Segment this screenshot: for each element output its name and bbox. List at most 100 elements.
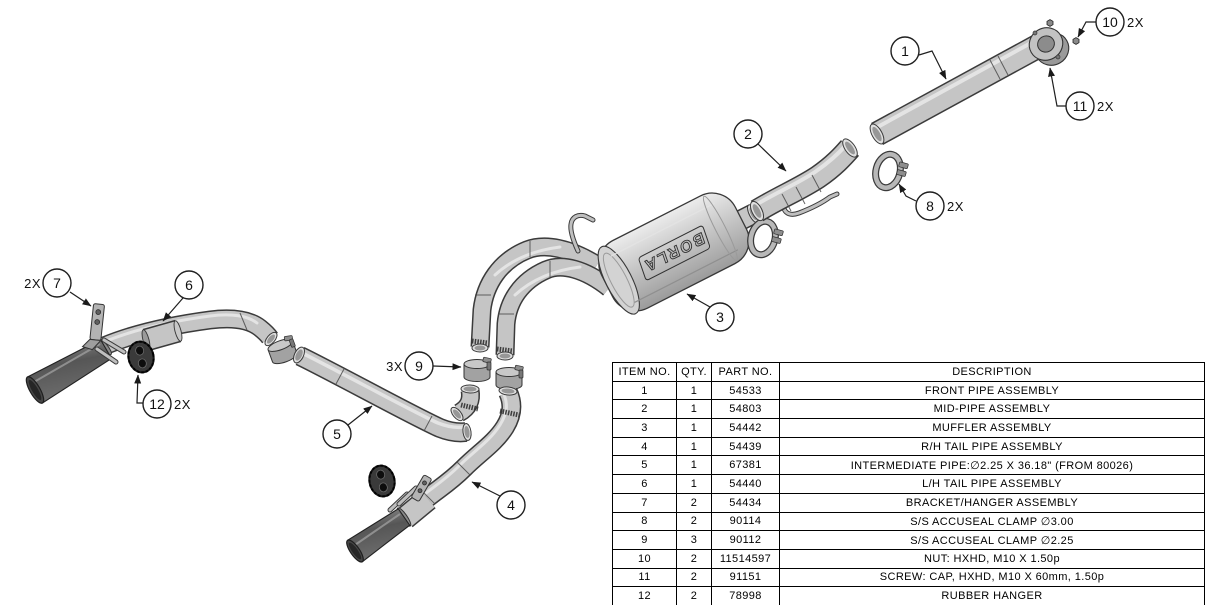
table-cell: 12 <box>612 586 677 605</box>
callout-qty: 2X <box>1097 99 1114 114</box>
table-cell: MID-PIPE ASSEMBLY <box>779 399 1205 420</box>
table-cell: 8 <box>612 511 677 532</box>
callout-number: 10 <box>1102 14 1118 30</box>
accuseal-clamp-large <box>747 217 784 259</box>
callout-4: 4 <box>471 481 526 520</box>
accuseal-clamp-small <box>495 364 524 390</box>
flange-nut <box>1046 19 1054 27</box>
table-cell: 1 <box>676 399 712 420</box>
table-cell: 1 <box>676 436 712 457</box>
muffler-hanger-rod <box>568 212 596 254</box>
table-cell: 1 <box>676 455 712 476</box>
rh-tail-pipe <box>397 386 522 528</box>
callout-circle <box>915 191 945 221</box>
table-cell: 1 <box>612 380 677 401</box>
tailover-pipe-right <box>495 257 615 361</box>
table-cell: MUFFLER ASSEMBLY <box>779 418 1205 438</box>
col-header-part-no: PART NO. <box>711 362 780 382</box>
table-cell: S/S ACCUSEAL CLAMP ∅3.00 <box>779 511 1205 532</box>
table-cell: 7 <box>612 492 677 513</box>
table-cell: 90114 <box>711 511 780 532</box>
table-cell: 2 <box>676 548 712 569</box>
callout-2: 2 <box>733 119 787 172</box>
table-cell: 4 <box>612 436 677 457</box>
rubber-hanger <box>127 340 155 374</box>
callout-qty: 3X <box>386 359 403 374</box>
table-cell: 1 <box>676 380 712 401</box>
table-cell: 1 <box>676 418 712 438</box>
col-header-description: DESCRIPTION <box>779 362 1205 382</box>
hanger-bracket <box>81 303 127 365</box>
callout-circle <box>404 351 434 381</box>
col-header-item-no: ITEM NO. <box>612 362 677 382</box>
callout-11: 11 2X <box>1048 67 1114 121</box>
table-cell: 91151 <box>711 567 780 588</box>
table-cell: 6 <box>612 474 677 494</box>
rubber-hanger <box>368 464 396 498</box>
callout-circle <box>174 270 204 300</box>
callout-circle <box>890 36 920 66</box>
table-cell: 10 <box>612 548 677 569</box>
intermediate-elbow <box>450 384 480 422</box>
table-cell: 2 <box>676 586 712 605</box>
table-cell: 54439 <box>711 436 780 457</box>
table-cell: 11 <box>612 567 677 588</box>
callout-circle <box>733 119 763 149</box>
table-cell: 1 <box>676 474 712 494</box>
callout-circle <box>42 268 72 298</box>
table-cell: 3 <box>612 418 677 438</box>
flange-nut <box>1072 37 1080 45</box>
callout-number: 5 <box>333 426 341 442</box>
table-cell: INTERMEDIATE PIPE:∅2.25 X 36.18" (FROM 8… <box>779 455 1205 476</box>
callout-number: 6 <box>185 277 193 293</box>
rh-tail-pipe-tip <box>346 507 412 563</box>
table-cell: 5 <box>612 455 677 476</box>
table-cell: 2 <box>676 492 712 513</box>
callout-number: 1 <box>901 43 909 59</box>
callout-8: 8 2X <box>898 183 963 221</box>
callout-7: 7 2X <box>24 268 92 307</box>
mid-pipe <box>749 138 860 222</box>
table-cell: 9 <box>612 530 677 550</box>
accuseal-clamp-small <box>267 335 298 365</box>
callout-number: 3 <box>716 309 724 325</box>
table-cell: 54803 <box>711 399 780 420</box>
callout-circle <box>705 302 735 332</box>
callout-6: 6 <box>162 270 204 322</box>
callout-number: 7 <box>53 275 61 291</box>
table-cell: BRACKET/HANGER ASSEMBLY <box>779 492 1205 513</box>
table-cell: 2 <box>676 567 712 588</box>
callout-circle <box>1065 91 1095 121</box>
lh-tail-pipe-tip <box>25 336 113 404</box>
table-cell: RUBBER HANGER <box>779 586 1205 605</box>
table-cell: S/S ACCUSEAL CLAMP ∅2.25 <box>779 530 1205 550</box>
muffler: BORLA <box>597 192 760 315</box>
callout-circle <box>1095 7 1125 37</box>
table-cell: 90112 <box>711 530 780 550</box>
table-cell: FRONT PIPE ASSEMBLY <box>779 380 1205 401</box>
callout-number: 4 <box>507 497 515 513</box>
tailover-pipe-left <box>470 237 603 353</box>
front-pipe <box>869 33 1048 145</box>
intermediate-pipe <box>293 346 472 443</box>
callout-number: 8 <box>926 198 934 214</box>
callout-circle <box>142 389 172 419</box>
front-pipe-flange <box>1028 27 1070 66</box>
callout-number: 2 <box>744 126 752 142</box>
hanger-bracket <box>387 474 432 513</box>
col-header-qty: QTY. <box>676 362 712 382</box>
callout-circle <box>496 490 526 520</box>
lh-tail-pipe <box>100 309 278 355</box>
